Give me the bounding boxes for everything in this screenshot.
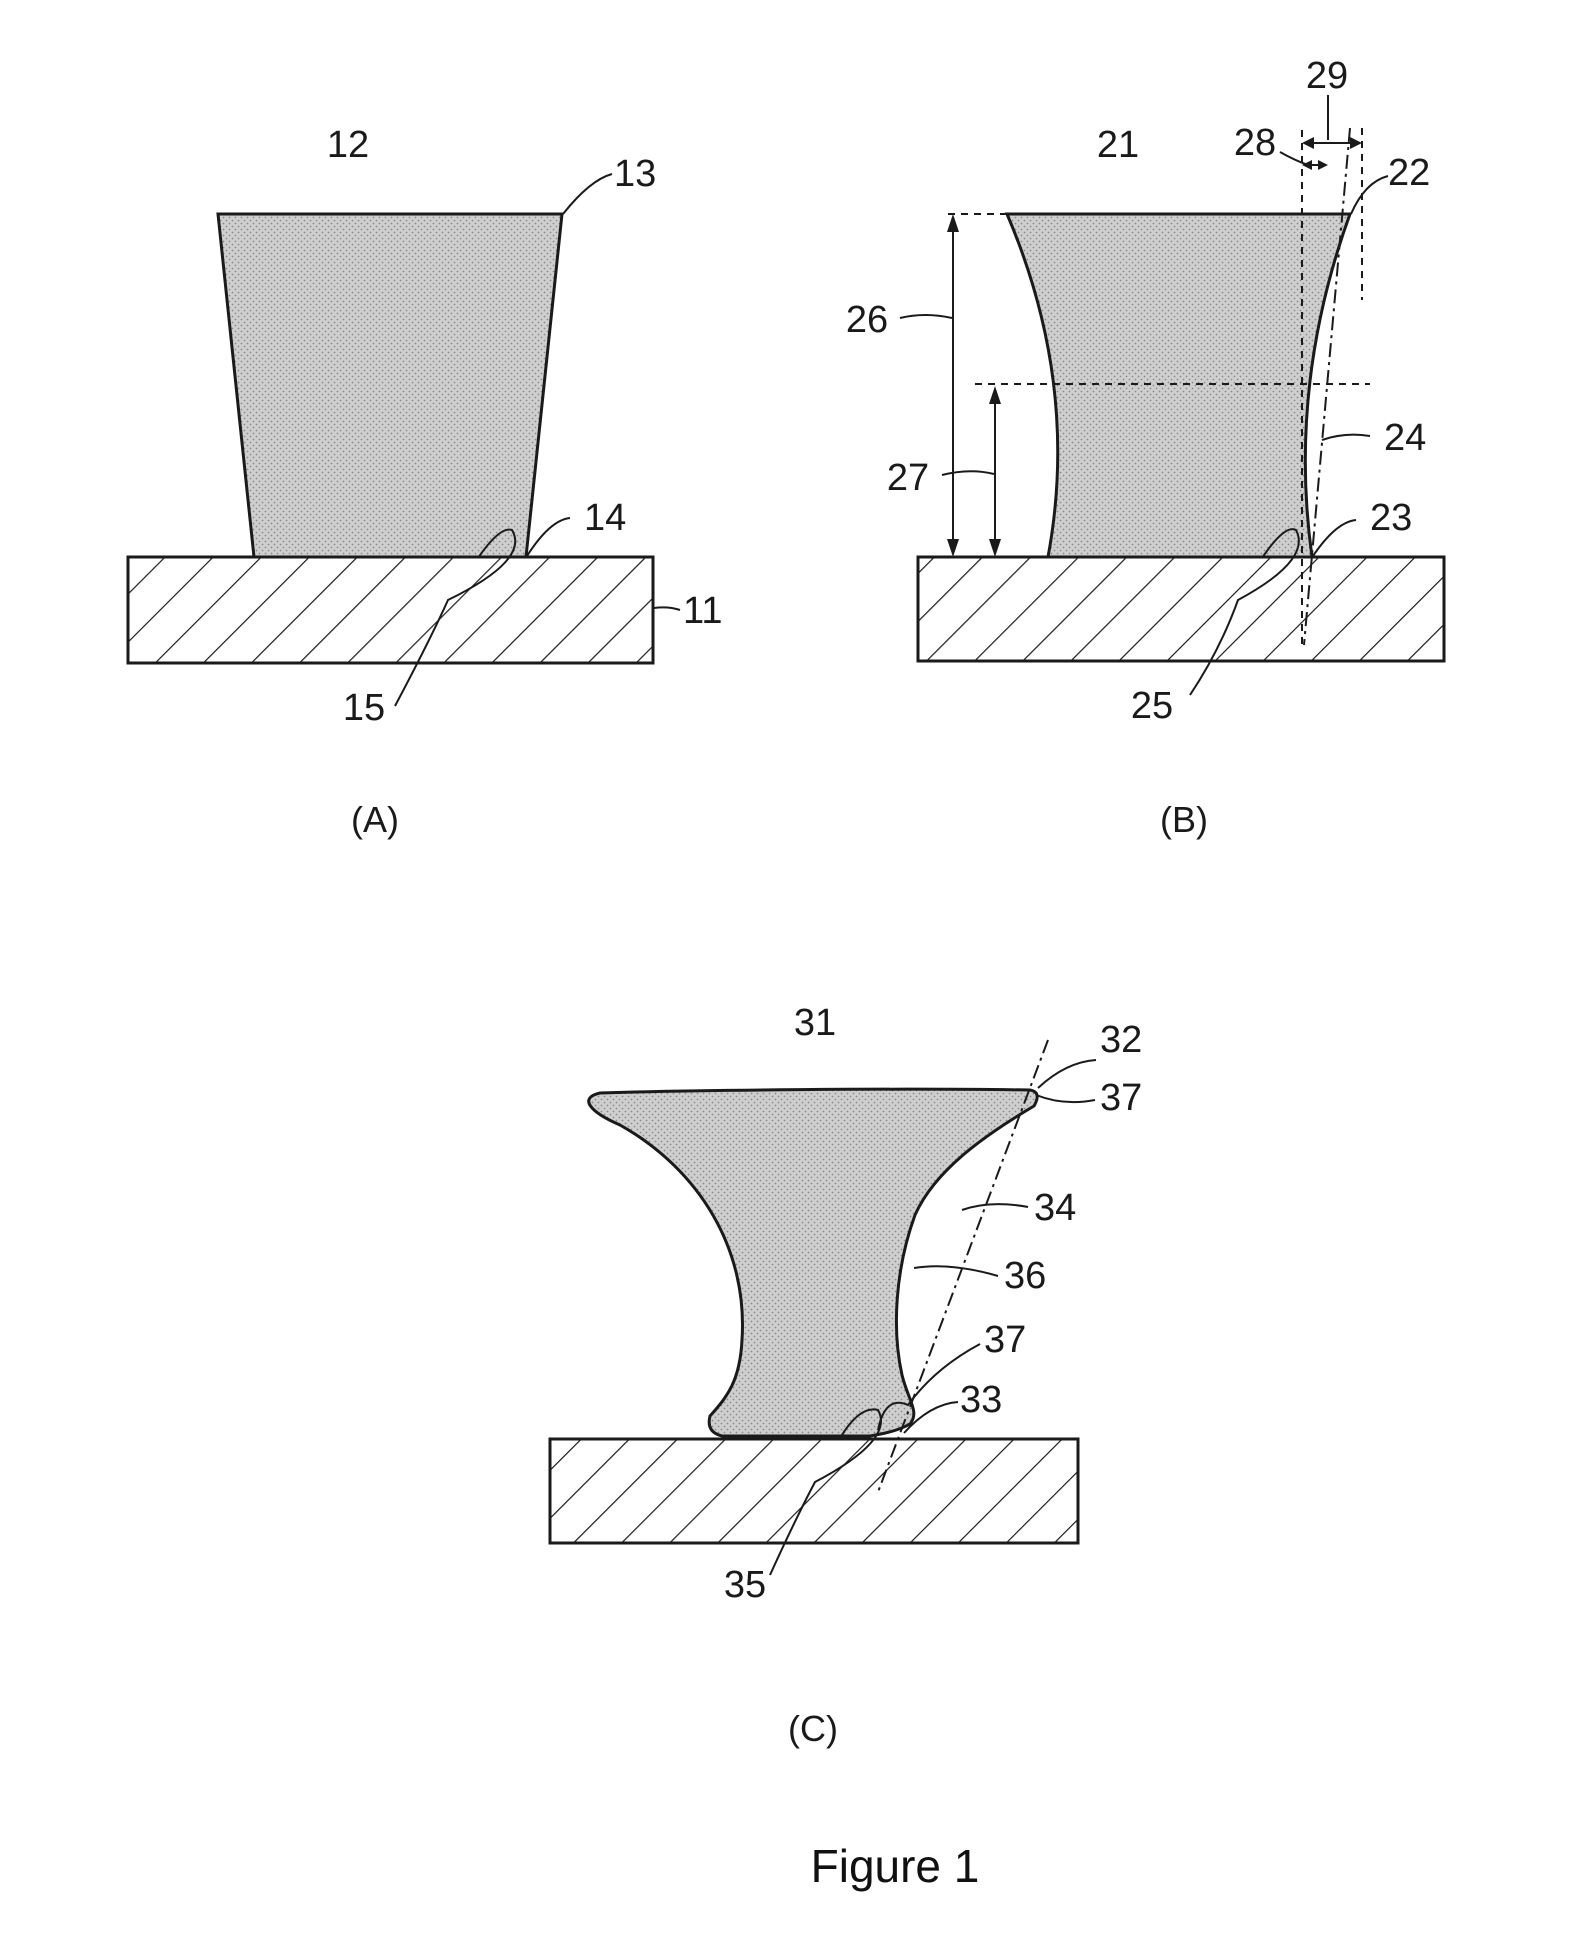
panel-label-b: (B) <box>1160 799 1208 840</box>
ref-15: 15 <box>343 687 385 729</box>
ref-36: 36 <box>1004 1255 1046 1297</box>
leader-22 <box>1350 175 1389 215</box>
dimension-29 <box>1302 137 1362 149</box>
leader-11 <box>653 606 681 611</box>
ref-12: 12 <box>327 124 369 166</box>
leader-26 <box>899 314 953 319</box>
ref-34: 34 <box>1034 1187 1076 1229</box>
ref-37-top: 37 <box>1100 1077 1142 1119</box>
panel-b: 21 22 23 24 25 26 27 28 29 (B) <box>846 55 1446 840</box>
ref-25: 25 <box>1131 685 1173 727</box>
leader-27 <box>941 470 995 476</box>
panel-label-c: (C) <box>788 1708 838 1749</box>
line-24 <box>1303 127 1351 646</box>
leader-14 <box>526 517 571 557</box>
ref-33: 33 <box>960 1379 1002 1421</box>
ref-26: 26 <box>846 299 888 341</box>
leader-36 <box>913 1265 999 1277</box>
dimension-26 <box>947 214 959 557</box>
substrate-c <box>548 1437 1080 1545</box>
leader-23 <box>1312 519 1357 557</box>
leader-37-bottom <box>877 1343 981 1431</box>
ref-35: 35 <box>724 1564 766 1606</box>
ref-14: 14 <box>584 497 626 539</box>
feature-b <box>1004 212 1353 559</box>
leader-24 <box>1321 433 1371 441</box>
dimension-27 <box>989 386 1001 557</box>
ref-11: 11 <box>683 590 722 632</box>
leader-28 <box>1279 151 1309 166</box>
substrate-a <box>126 555 655 665</box>
leader-13 <box>562 173 613 215</box>
leader-37-top <box>1035 1094 1096 1104</box>
leader-35 <box>769 1408 882 1576</box>
ref-28: 28 <box>1234 122 1276 164</box>
substrate-b <box>916 555 1446 663</box>
ref-13: 13 <box>614 153 656 195</box>
panel-c: 31 32 37 34 36 37 33 35 (C) <box>548 1002 1142 1749</box>
ref-23: 23 <box>1370 497 1412 539</box>
ref-21: 21 <box>1097 124 1139 166</box>
leader-15 <box>394 528 517 707</box>
panel-a: 12 13 14 11 15 (A) <box>126 124 722 840</box>
panel-label-a: (A) <box>351 799 399 840</box>
ref-29: 29 <box>1306 55 1348 97</box>
ref-37-bottom: 37 <box>984 1319 1026 1361</box>
leader-33 <box>903 1401 959 1434</box>
ref-31: 31 <box>794 1002 836 1044</box>
ref-32: 32 <box>1100 1019 1142 1061</box>
feature-a <box>216 212 564 559</box>
leader-34 <box>961 1203 1029 1211</box>
ref-24: 24 <box>1384 417 1426 459</box>
leader-25 <box>1189 528 1300 696</box>
figure-caption: Figure 1 <box>811 1840 980 1892</box>
ref-22: 22 <box>1388 152 1430 194</box>
leader-32 <box>1037 1059 1097 1089</box>
ref-27: 27 <box>887 457 929 499</box>
